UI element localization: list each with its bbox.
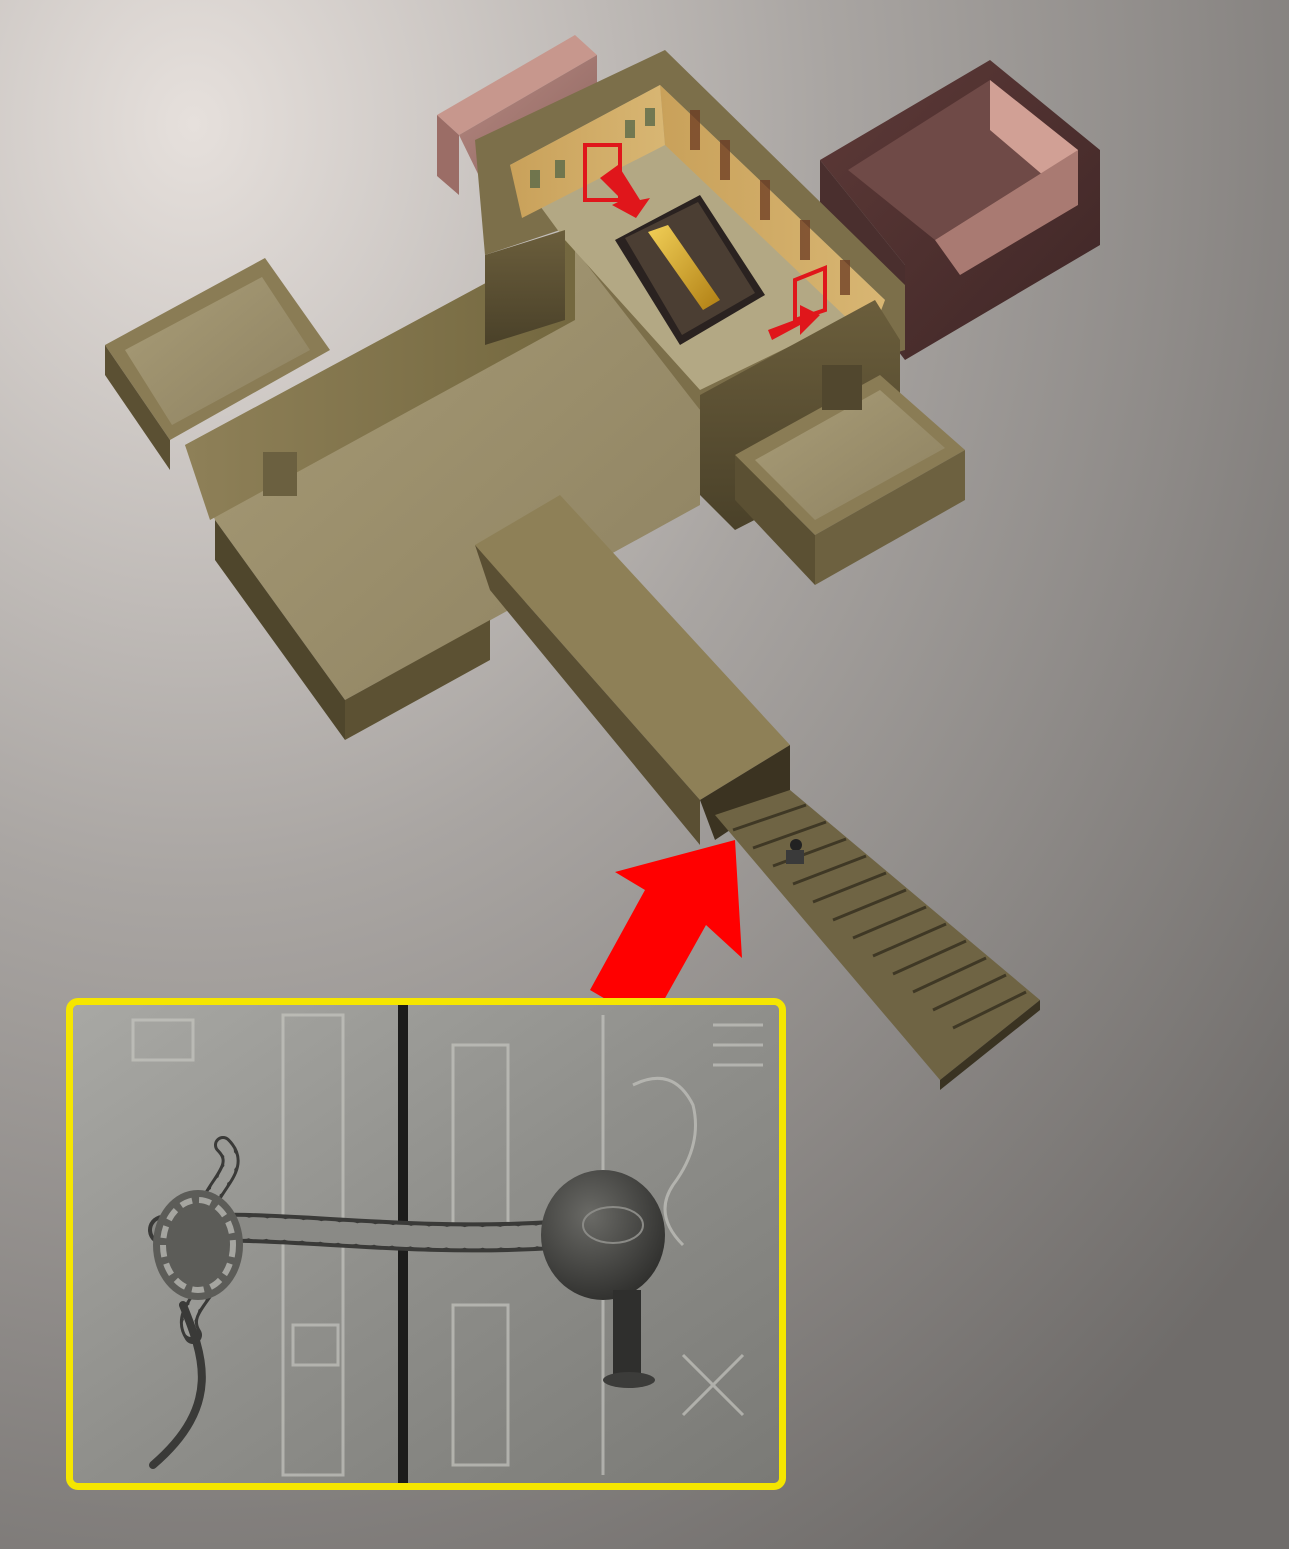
inset-photo-frame [66,998,786,1490]
sealed-door-photo [73,1005,779,1483]
rope-knot [153,1190,243,1300]
